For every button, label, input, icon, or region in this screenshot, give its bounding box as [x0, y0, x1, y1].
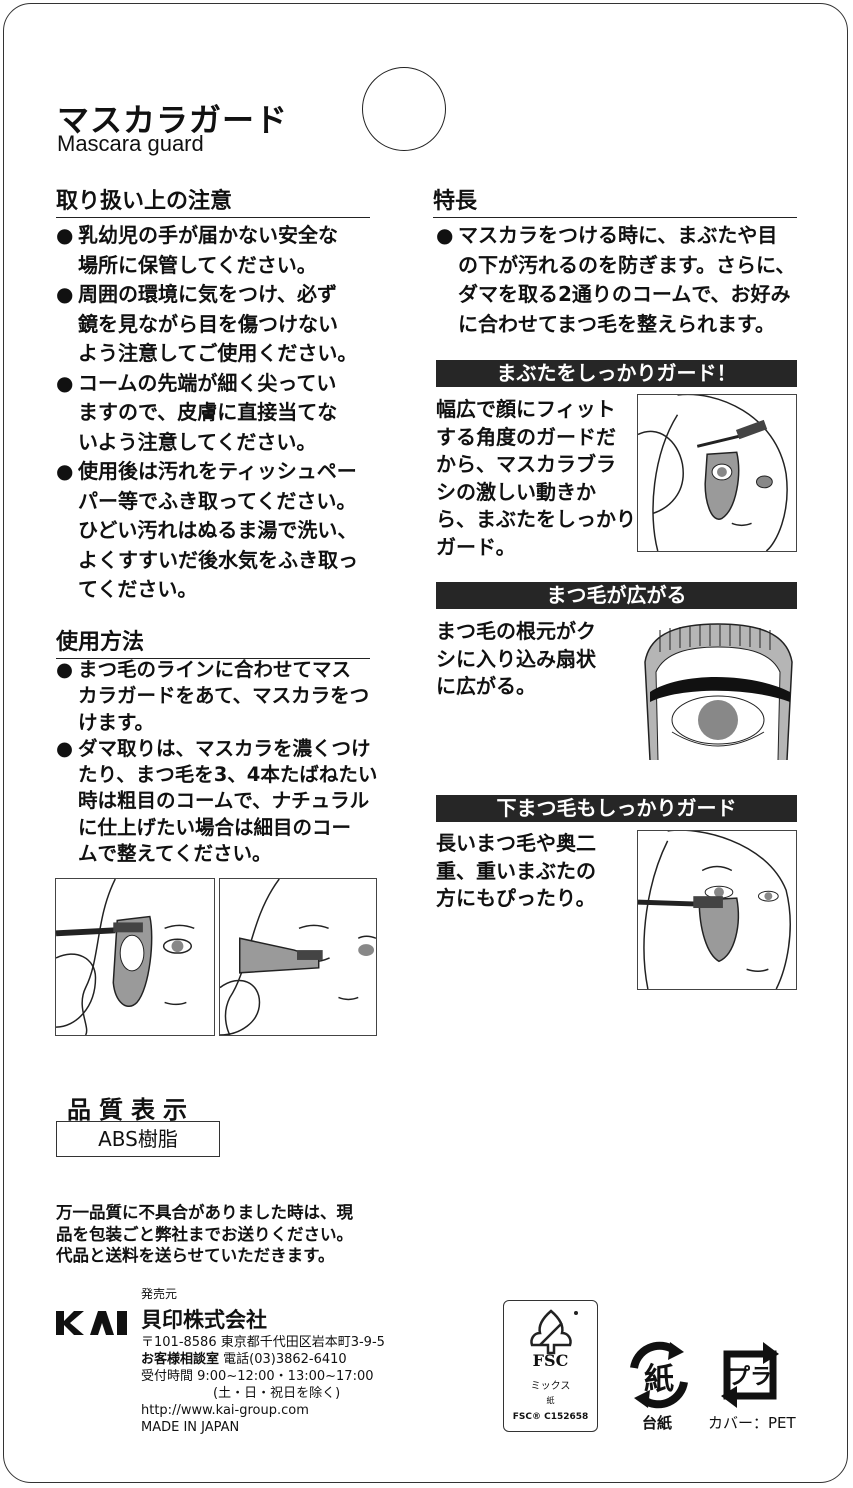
holidays: (土・日・祝日を除く) — [213, 1386, 341, 1401]
bullet-dot: ● — [56, 736, 74, 760]
text-line: ら、まぶたをしっかり — [436, 507, 636, 531]
bullet-line: よくすすいだ後水気をふき取っ — [78, 547, 358, 572]
text-line: から、マスカラブラ — [436, 452, 616, 476]
hours: 受付時間 9:00~12:00・13:00~17:00 — [141, 1369, 374, 1384]
plastic-mark-text: プラ — [727, 1365, 772, 1390]
fsc-code: FSC® C152658 — [512, 1412, 589, 1422]
bullet-dot: ● — [56, 282, 74, 306]
usage-illustration-lower — [219, 878, 377, 1036]
text-line: 重、重いまぶたの — [436, 858, 596, 883]
text-line: シに入り込み扇状 — [436, 646, 596, 671]
bullet-item: ●乳幼児の手が届かない安全な場所に保管してください。 — [56, 221, 376, 280]
text-line: 長いまつ毛や奥二 — [436, 831, 596, 855]
company-name: 貝印株式会社 — [141, 1308, 267, 1332]
bullet-line: ダマ取りは、マスカラを濃くつけ — [78, 736, 371, 760]
text-line: まつ毛の根元がク — [436, 619, 596, 643]
bullet-line: よう注意してご使用ください。 — [78, 341, 358, 365]
bullet-item: ●コームの先端が細く尖っていますので、皮膚に直接当てないよう注意してください。 — [56, 369, 376, 458]
usage-illustration-upper — [55, 878, 215, 1036]
usage-heading: 使用方法 — [56, 624, 370, 659]
plastic-recycle-icon: プラ — [713, 1338, 787, 1412]
bullet-line: に仕上げたい場合は細目のコー — [78, 815, 352, 839]
text-line: シの激しい動きか — [436, 479, 596, 504]
bullet-line: いよう注意してください。 — [78, 429, 317, 454]
bullet-line: 使用後は汚れをティッシュペー — [78, 459, 357, 483]
text-line: 幅広で顔にフィット — [436, 397, 616, 421]
text-line: 代品と送料を送らせていただきます。 — [56, 1246, 335, 1265]
features-intro: ●マスカラをつける時に、まぶたや目の下が汚れるのを防ぎます。さらに、ダマを取る2… — [436, 221, 806, 339]
bullet-line: パー等でふき取ってください。 — [78, 488, 357, 513]
bullet-dot: ● — [56, 459, 74, 483]
text-line: ダマを取る2通りのコームで、お好み — [458, 282, 791, 306]
paper-recycle-icon: 紙 — [622, 1338, 696, 1412]
website-url[interactable]: http://www.kai-group.com — [141, 1403, 309, 1418]
fsc-mix: ミックス — [530, 1381, 571, 1392]
bullet-item: ●まつ毛のラインに合わせてマスカラガードをあて、マスカラをつけます。 — [56, 657, 386, 736]
bullet-line: 周囲の環境に気をつけ、必ず — [78, 282, 337, 306]
fsc-sub: 紙 — [546, 1396, 555, 1405]
product-title: マスカラガード — [57, 101, 289, 139]
lower-lash-illustration — [637, 830, 797, 990]
bullet-dot: ● — [56, 370, 74, 395]
seller-label: 発売元 — [141, 1287, 178, 1301]
bullet-dot: ● — [56, 223, 74, 247]
quality-heading: 品質表示 — [67, 1096, 195, 1124]
product-title-en: Mascara guard — [57, 131, 204, 156]
text-line: ガード。 — [436, 534, 516, 559]
text-line: 品を包装ごと弊社までお送りください。 — [56, 1224, 353, 1244]
usage-list: ●まつ毛のラインに合わせてマスカラガードをあて、マスカラをつけます。●ダマ取りは… — [56, 657, 386, 867]
paper-mark-text: 紙 — [644, 1362, 674, 1397]
feature-text-eyelid-guard: 幅広で顔にフィットする角度のガードだから、マスカラブラシの激しい動きから、まぶた… — [436, 396, 636, 561]
features-heading: 特長 — [433, 183, 797, 218]
bullet-line: コームの先端が細く尖ってい — [78, 370, 337, 395]
bullet-line: カラガードをあて、マスカラをつ — [78, 684, 370, 708]
hang-hole — [362, 67, 446, 151]
fsc-badge: FSC ミックス 紙 FSC® C152658 — [503, 1300, 598, 1432]
bullet-item: ●周囲の環境に気をつけ、必ず鏡を見ながら目を傷つけないよう注意してご使用ください… — [56, 280, 376, 369]
material-box: ABS樹脂 — [56, 1121, 220, 1157]
text-line: 万一品質に不具合がありました時は、現 — [56, 1203, 353, 1222]
eyelid-guard-illustration — [637, 394, 797, 552]
phone: 電話(03)3862-6410 — [223, 1352, 347, 1367]
bullet-line: 時は粗目のコームで、ナチュラル — [78, 789, 370, 813]
package-card — [3, 3, 848, 1483]
kai-logo — [56, 1309, 128, 1337]
bullet-line: 乳幼児の手が届かない安全な — [78, 223, 338, 247]
contact-info: 〒101-8586 東京都千代田区岩本町3-9-5 お客様相談室 電話(03)3… — [141, 1334, 385, 1436]
fsc-tree-icon — [530, 1309, 578, 1355]
consult-label: お客様相談室 — [141, 1352, 220, 1367]
text-line: マスカラをつける時に、まぶたや目 — [458, 223, 778, 247]
text-line: する角度のガードだ — [436, 424, 616, 449]
bullet-line: けます。 — [78, 710, 155, 734]
feature-title-eyelid-guard: まぶたをしっかりガード！ — [436, 360, 797, 387]
paper-recycle-label: 台紙 — [642, 1414, 673, 1432]
text-line: に合わせてまつ毛を整えられます。 — [458, 311, 775, 336]
bullet-line: ムで整えてください。 — [78, 842, 272, 866]
defect-notice: 万一品質に不具合がありました時は、現品を包装ごと弊社までお送りください。代品と送… — [56, 1202, 353, 1267]
bullet-item: ●使用後は汚れをティッシュペーパー等でふき取ってください。ひどい汚れはぬるま湯で… — [56, 457, 376, 605]
made-in: MADE IN JAPAN — [141, 1420, 240, 1435]
bullet-line: たり、まつ毛を3、4本たばねたい — [78, 763, 378, 787]
fsc-logo-text: FSC — [532, 1351, 569, 1370]
lash-spread-illustration — [640, 622, 797, 761]
bullet-line: 場所に保管してください。 — [78, 252, 317, 277]
feature-title-lower-lash: 下まつ毛もしっかりガード — [436, 795, 797, 822]
bullet-line: ひどい汚れはぬるま湯で洗い、 — [78, 518, 358, 542]
bullet-line: ますので、皮膚に直接当てな — [78, 400, 338, 424]
bullet-line: てください。 — [78, 577, 198, 601]
plastic-recycle-label: カバー：PET — [708, 1414, 796, 1432]
feature-text-lower-lash: 長いまつ毛や奥二重、重いまぶたの方にもぴったり。 — [436, 830, 596, 913]
text-line: に広がる。 — [436, 674, 536, 698]
bullet-item: ●ダマ取りは、マスカラを濃くつけたり、まつ毛を3、4本たばねたい時は粗目のコーム… — [56, 736, 386, 867]
text-line: の下が汚れるのを防ぎます。さらに、 — [458, 252, 796, 277]
caution-list: ●乳幼児の手が届かない安全な場所に保管してください。●周囲の環境に気をつけ、必ず… — [56, 221, 376, 605]
text-line: 方にもぴったり。 — [436, 886, 596, 910]
bullet-dot: ● — [56, 658, 74, 681]
bullet-line: 鏡を見ながら目を傷つけない — [78, 311, 338, 336]
feature-title-lash-spread: まつ毛が広がる — [436, 582, 797, 609]
address: 〒101-8586 東京都千代田区岩本町3-9-5 — [141, 1335, 385, 1350]
feature-text-lash-spread: まつ毛の根元がクシに入り込み扇状に広がる。 — [436, 618, 596, 701]
bullet-line: まつ毛のラインに合わせてマス — [78, 658, 352, 681]
caution-heading: 取り扱い上の注意 — [56, 183, 370, 218]
